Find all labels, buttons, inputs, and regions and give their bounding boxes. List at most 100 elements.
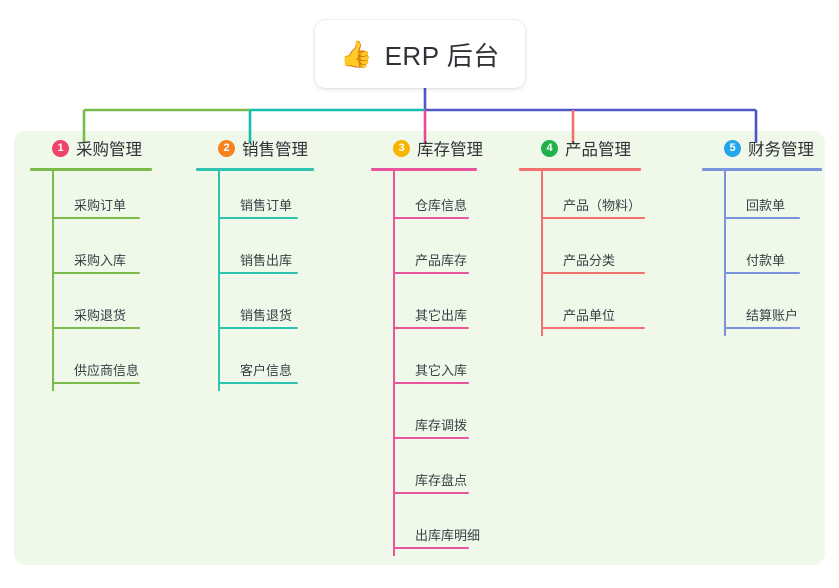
branch-header[interactable]: 5 财务管理 [702, 131, 822, 165]
branch-item-rule [724, 217, 800, 219]
branch-item-rule [218, 382, 298, 384]
branch-item-list: 销售订单销售出库销售退货客户信息 [196, 171, 314, 391]
branch-item-rule [393, 437, 469, 439]
branch-column: 1 采购管理采购订单采购入库采购退货供应商信息 [30, 131, 152, 391]
branch-header[interactable]: 4 产品管理 [519, 131, 641, 165]
branch-item[interactable]: 销售出库 [218, 226, 314, 281]
branch-header-rule [519, 168, 641, 171]
branch-item-list: 仓库信息产品库存其它出库其它入库库存调拨库存盘点出库库明细 [371, 171, 483, 556]
branch-item[interactable]: 出库库明细 [393, 501, 483, 556]
branch-title: 产品管理 [565, 141, 631, 159]
branch-item[interactable]: 结算账户 [724, 281, 822, 336]
branch-item-list: 回款单付款单结算账户 [702, 171, 822, 336]
branch-item[interactable]: 供应商信息 [52, 336, 152, 391]
branch-item[interactable]: 采购入库 [52, 226, 152, 281]
branch-header-rule [702, 168, 822, 171]
branch-item-label: 供应商信息 [74, 363, 140, 378]
branch-item-rule [52, 382, 140, 384]
branch-item-label: 客户信息 [240, 363, 293, 378]
branch-item-rule [393, 272, 469, 274]
branch-item-label: 回款单 [746, 198, 786, 213]
branch-item-label: 产品分类 [563, 253, 616, 268]
branch-item-label: 采购入库 [74, 253, 127, 268]
branch-column: 2 销售管理销售订单销售出库销售退货客户信息 [196, 131, 314, 391]
branch-item-rule [218, 272, 298, 274]
branch-spine [52, 171, 54, 391]
branch-item-list: 采购订单采购入库采购退货供应商信息 [30, 171, 152, 391]
branch-item[interactable]: 销售退货 [218, 281, 314, 336]
branch-item-label: 出库库明细 [415, 528, 481, 543]
branch-spine [724, 171, 726, 336]
branch-number-badge: 1 [52, 139, 69, 157]
branch-item[interactable]: 采购订单 [52, 171, 152, 226]
branch-item[interactable]: 付款单 [724, 226, 822, 281]
branch-number-badge: 5 [724, 139, 741, 157]
root-title: ERP 后台 [384, 40, 500, 71]
branch-item-rule [393, 547, 469, 549]
branch-item-rule [393, 382, 469, 384]
branch-number-badge: 4 [541, 139, 558, 157]
branch-item[interactable]: 其它出库 [393, 281, 483, 336]
branch-title: 采购管理 [76, 141, 142, 159]
branch-item-label: 仓库信息 [415, 198, 468, 213]
branch-column: 3 库存管理仓库信息产品库存其它出库其它入库库存调拨库存盘点出库库明细 [371, 131, 483, 556]
branch-item[interactable]: 销售订单 [218, 171, 314, 226]
branch-item-rule [218, 217, 298, 219]
branch-item[interactable]: 库存盘点 [393, 446, 483, 501]
branch-item-label: 产品（物料） [563, 198, 642, 213]
branch-title: 财务管理 [748, 141, 814, 159]
branch-title: 销售管理 [242, 141, 308, 159]
branch-item-label: 产品单位 [563, 308, 616, 323]
branch-item[interactable]: 产品分类 [541, 226, 645, 281]
branch-item-rule [393, 217, 469, 219]
branch-spine [541, 171, 543, 336]
branch-item-rule [393, 492, 469, 494]
branch-item[interactable]: 客户信息 [218, 336, 314, 391]
branch-item[interactable]: 产品（物料） [541, 171, 645, 226]
branch-item-label: 销售退货 [240, 308, 293, 323]
branch-item-rule [541, 217, 645, 219]
branch-item[interactable]: 库存调拨 [393, 391, 483, 446]
branch-spine [218, 171, 220, 391]
branch-header-rule [196, 168, 314, 171]
branch-header[interactable]: 2 销售管理 [196, 131, 314, 165]
branch-item-label: 库存盘点 [415, 473, 468, 488]
branch-item-label: 库存调拨 [415, 418, 468, 433]
branch-item-label: 其它出库 [415, 308, 468, 323]
branch-item-label: 销售订单 [240, 198, 293, 213]
branch-item-label: 采购退货 [74, 308, 127, 323]
branch-item-list: 产品（物料） 产品分类产品单位 [519, 171, 645, 336]
branch-item-label: 采购订单 [74, 198, 127, 213]
branch-item[interactable]: 仓库信息 [393, 171, 483, 226]
branch-item[interactable]: 采购退货 [52, 281, 152, 336]
branch-item-rule [724, 272, 800, 274]
branch-item[interactable]: 回款单 [724, 171, 822, 226]
branch-item-rule [393, 327, 469, 329]
branch-column: 4 产品管理产品（物料） 产品分类产品单位 [519, 131, 645, 336]
branch-header[interactable]: 3 库存管理 [371, 131, 483, 165]
branch-spine [393, 171, 395, 556]
branch-column: 5 财务管理回款单付款单结算账户 [702, 131, 822, 336]
branch-header[interactable]: 1 采购管理 [30, 131, 152, 165]
branch-number-badge: 2 [218, 139, 235, 157]
branch-item-label: 销售出库 [240, 253, 293, 268]
branch-item-label: 产品库存 [415, 253, 468, 268]
branch-header-rule [30, 168, 152, 171]
branch-item-rule [541, 272, 645, 274]
branch-item-rule [541, 327, 645, 329]
branch-number-badge: 3 [393, 139, 410, 157]
branch-item-rule [52, 272, 140, 274]
branch-item-rule [724, 327, 800, 329]
thumbs-up-icon: 👍 [340, 39, 373, 69]
branch-item-rule [52, 327, 140, 329]
branch-item[interactable]: 其它入库 [393, 336, 483, 391]
branch-item[interactable]: 产品库存 [393, 226, 483, 281]
branch-item-label: 其它入库 [415, 363, 468, 378]
branch-item-label: 付款单 [746, 253, 786, 268]
branch-header-rule [371, 168, 477, 171]
branch-item-rule [218, 327, 298, 329]
branch-item-label: 结算账户 [746, 308, 799, 323]
root-node[interactable]: 👍 ERP 后台 [315, 20, 525, 88]
branch-title: 库存管理 [417, 141, 483, 159]
branch-item[interactable]: 产品单位 [541, 281, 645, 336]
